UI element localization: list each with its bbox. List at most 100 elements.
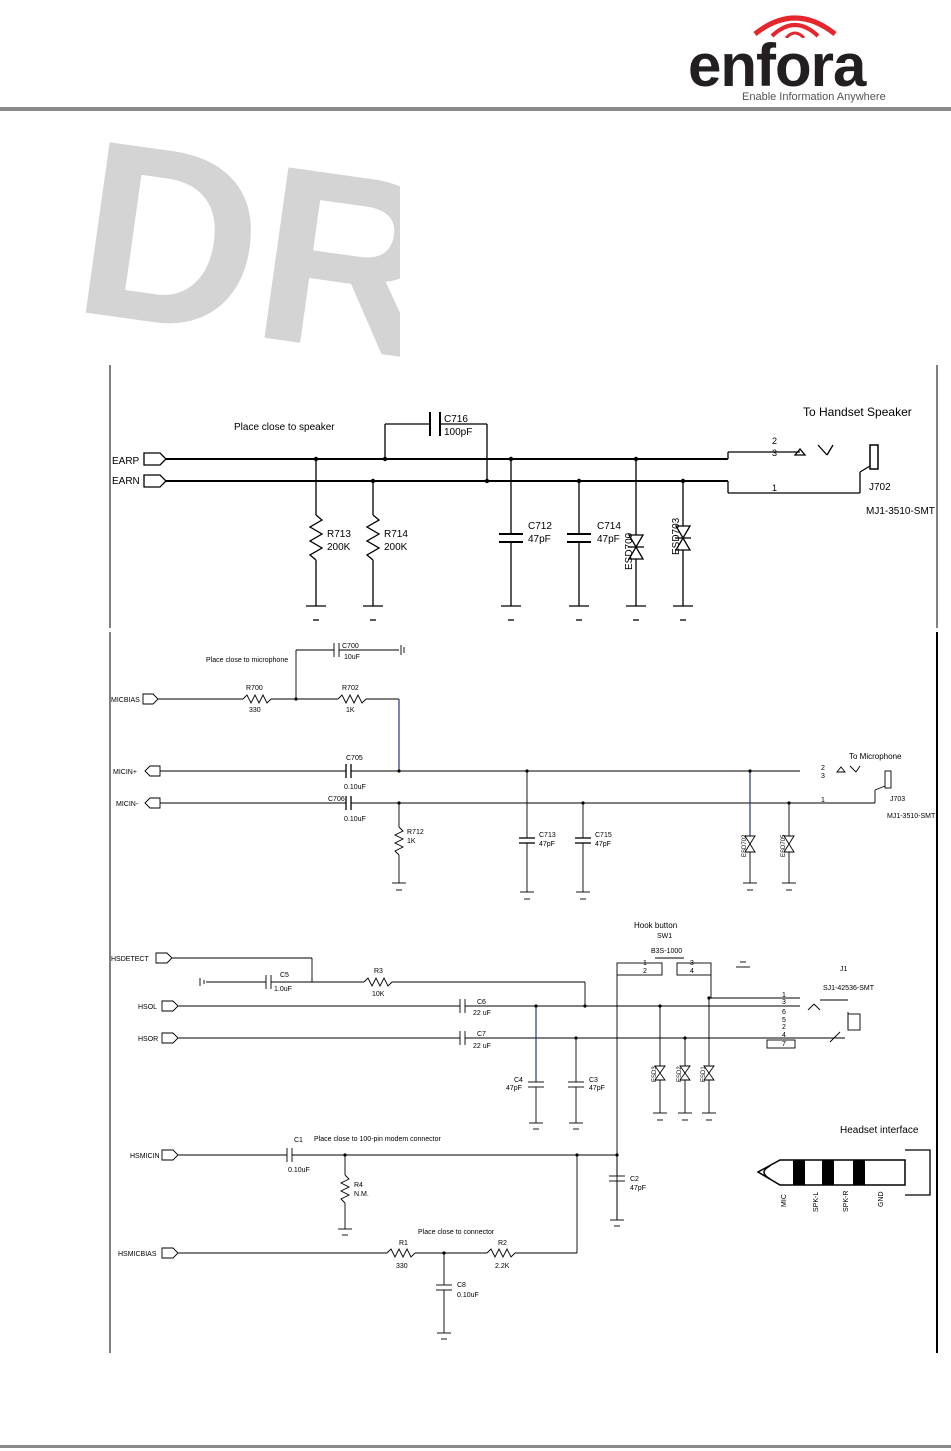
j1-ref: J1 [840, 966, 848, 973]
c4-value: 47pF [506, 1085, 522, 1092]
plug-label-spk-r: SPK-R [843, 1191, 850, 1212]
c8-ref: C8 [457, 1282, 466, 1289]
c715-value: 47pF [595, 841, 611, 848]
r1-value: 330 [396, 1263, 408, 1270]
c716-ref: C716 [444, 414, 468, 425]
plug-label-mic: MIC [781, 1194, 788, 1207]
esd3-label: ESD3 [652, 1066, 658, 1082]
r702-ref: R702 [342, 685, 359, 692]
r3-value: 10K [372, 991, 385, 998]
c1-value: 0.10uF [288, 1167, 310, 1174]
c5-ref: C5 [280, 972, 289, 979]
headset-interface-title: Headset interface [840, 1125, 919, 1136]
net-hsmicin: HSMICIN [130, 1153, 160, 1160]
c700-value: 10uF [344, 654, 360, 661]
c1-ref: C1 [294, 1137, 303, 1144]
r713-value: 200K [327, 542, 351, 553]
j702-pin-3: 3 [772, 448, 777, 458]
net-hsol: HSOL [138, 1004, 157, 1011]
speaker-circuit [143, 412, 879, 621]
r713-ref: R713 [327, 529, 351, 540]
c4-ref: C4 [514, 1077, 523, 1084]
logo-wordmark: enfora [688, 32, 866, 99]
r700-ref: R700 [246, 685, 263, 692]
c715-ref: C715 [595, 832, 612, 839]
sw1-part: B3S-1000 [651, 948, 682, 955]
r702-value: 1K [346, 707, 355, 714]
logo-tagline: Enable Information Anywhere [742, 91, 886, 103]
j1-pin-7: 7 [782, 1041, 786, 1048]
r714-value: 200K [384, 542, 408, 553]
net-micin-minus: MICIN- [116, 801, 139, 808]
r700-value: 330 [249, 707, 261, 714]
j1-pin-6: 6 [782, 1009, 786, 1016]
c705-value: 0.10uF [344, 784, 366, 791]
j1-pin-1: 1 [782, 992, 786, 999]
j1-pin-2: 2 [782, 1024, 786, 1031]
c713-ref: C713 [539, 832, 556, 839]
c2-value: 47pF [630, 1185, 646, 1192]
net-hsdetect: HSDETECT [111, 956, 149, 963]
plug-label-spk-l: SPK-L [813, 1192, 820, 1212]
c5-value: 1.0uF [274, 986, 292, 993]
j1-pin-3: 3 [782, 999, 786, 1006]
j703-ref: J703 [890, 796, 905, 803]
enfora-logo: enfora Enable Information Anywhere [680, 8, 940, 108]
sw1-pin-4: 4 [690, 968, 694, 975]
c7-ref: C7 [477, 1031, 486, 1038]
speaker-dots [313, 456, 686, 484]
plug-body [756, 1159, 906, 1186]
c8-value: 0.10uF [457, 1292, 479, 1299]
j703-pin-3: 3 [821, 773, 825, 780]
j703-part: MJ1-3510-SMT [887, 813, 936, 820]
j702-pin-1: 1 [772, 483, 777, 493]
esd2-label: ESD2 [677, 1066, 683, 1082]
signal-waves-icon [753, 15, 837, 38]
net-hsmicbias: HSMICBIAS [118, 1251, 157, 1258]
c705-ref: C705 [346, 755, 363, 762]
j702-part: MJ1-3510-SMT [866, 506, 935, 517]
watermark-text: DRA [80, 110, 400, 370]
r3-ref: R3 [374, 968, 383, 975]
ground-symbols [306, 605, 693, 621]
net-earp: EARP [112, 456, 140, 467]
sw1-pin-2: 2 [643, 968, 647, 975]
c716-value: 100pF [444, 427, 472, 438]
mic-circuit [142, 643, 892, 900]
c6-ref: C6 [477, 999, 486, 1006]
header-rule [0, 107, 951, 111]
port-earn [143, 474, 167, 488]
r712-value: 1K [407, 838, 416, 845]
j703-pin-2: 2 [821, 765, 825, 772]
j703-pin-1: 1 [821, 797, 825, 804]
r4-ref: R4 [354, 1182, 363, 1189]
esd700-label: ESD700 [624, 532, 635, 570]
port-earp [143, 452, 167, 466]
r2-ref: R2 [498, 1240, 507, 1247]
net-hsor: HSOR [138, 1036, 158, 1043]
net-earn: EARN [112, 476, 140, 487]
mic-dots [294, 697, 791, 805]
esd1-label: ESD1 [701, 1066, 707, 1082]
c1-note: Place close to 100-pin modem connector [314, 1136, 442, 1143]
hook-title: Hook button [634, 921, 677, 930]
c713-value: 47pF [539, 841, 555, 848]
mic-title: To Microphone [849, 752, 902, 761]
j1-pin-4: 4 [782, 1032, 786, 1039]
c6-value: 22 uF [473, 1010, 491, 1017]
headset-circuit [155, 952, 861, 1340]
footer-rule [0, 1445, 951, 1448]
c3-value: 47pF [589, 1085, 605, 1092]
sw1-pin-3: 3 [690, 960, 694, 967]
j1-part: SJ1-42536-SMT [823, 985, 875, 992]
speaker-title: To Handset Speaker [803, 405, 912, 419]
esd705-label: ESD705 [781, 834, 787, 857]
net-micbias: MICBIAS [111, 697, 140, 704]
c712-value: 47pF [528, 534, 551, 545]
sw1-pin-1: 1 [643, 960, 647, 967]
note-connector: Place close to connector [418, 1229, 495, 1236]
r1-ref: R1 [399, 1240, 408, 1247]
r4-value: N.M. [354, 1191, 369, 1198]
c3-ref: C3 [589, 1077, 598, 1084]
